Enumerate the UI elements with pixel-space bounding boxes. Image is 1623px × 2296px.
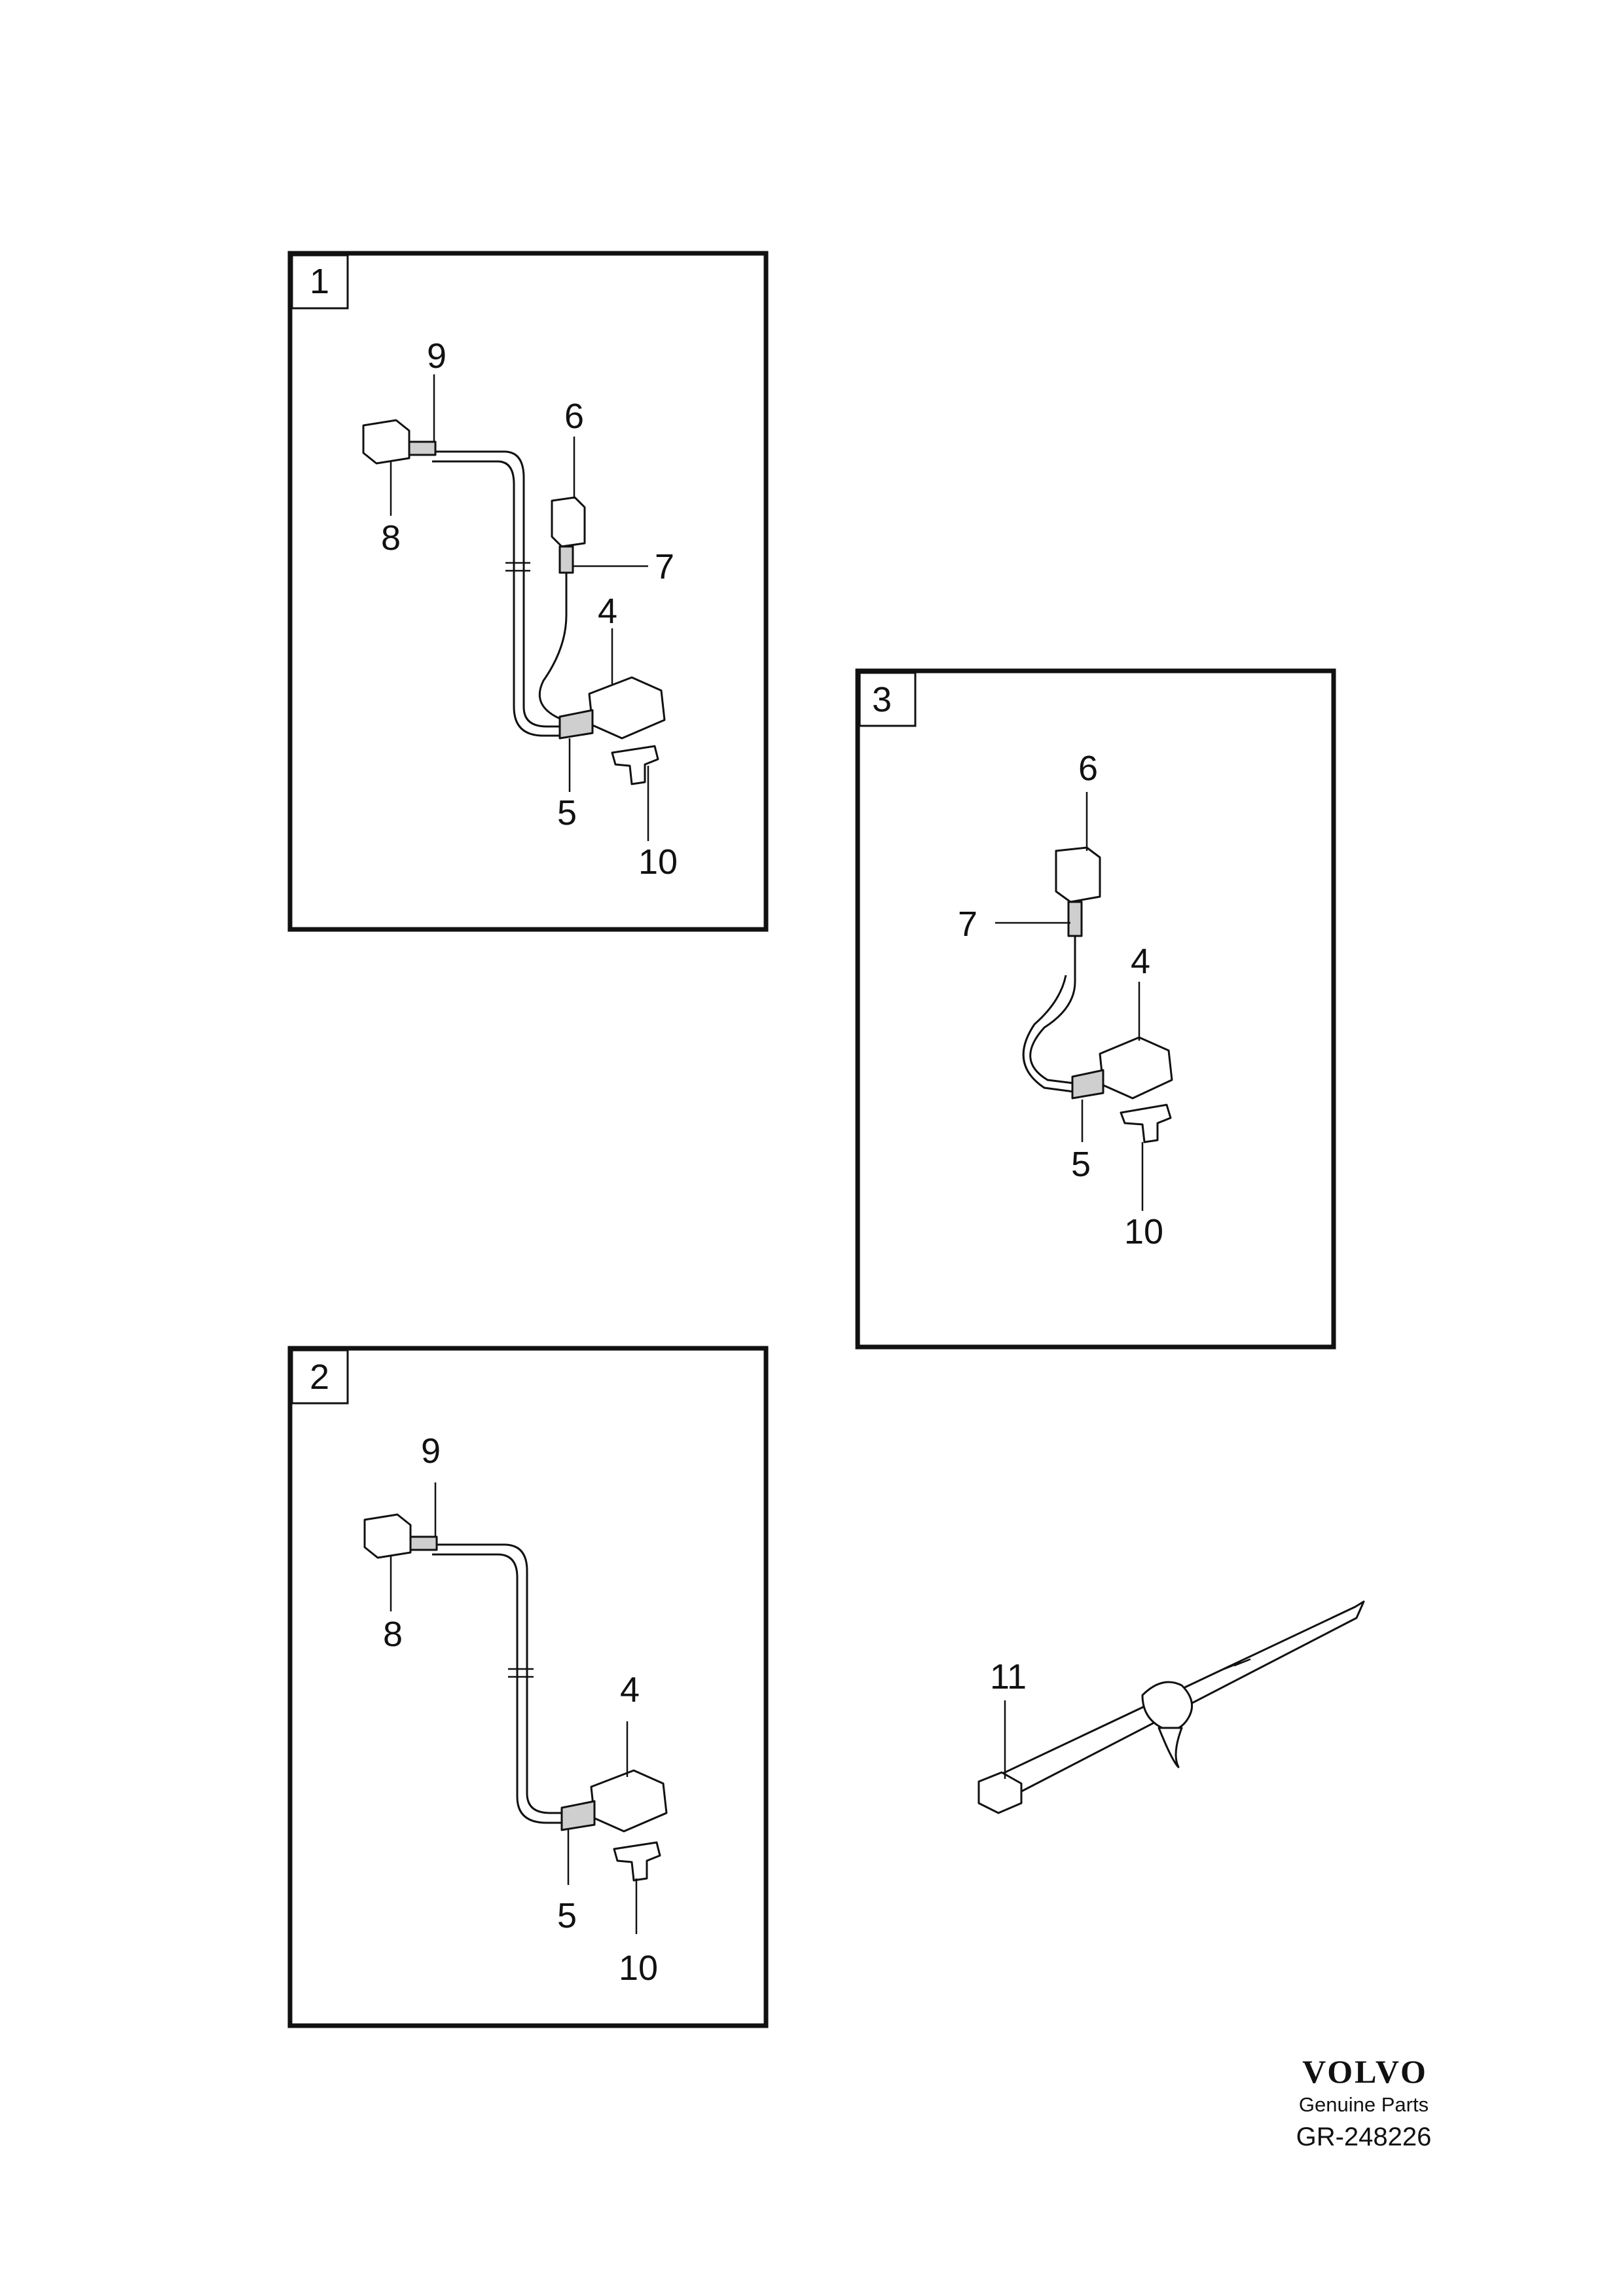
view-3-callout-7: 7 <box>958 905 977 944</box>
view-2-long-cable <box>432 1543 566 1814</box>
view-2-connector-8 <box>363 1513 412 1559</box>
view-2-callout-9: 9 <box>421 1431 441 1471</box>
cable-tie-11: 11 <box>977 1600 1365 1814</box>
view-1-callout-7: 7 <box>655 547 674 586</box>
view-1-sensor-4 <box>588 676 666 740</box>
footer: VOLVO Genuine Parts GR-248226 <box>1296 2053 1432 2151</box>
view-1-callout-6: 6 <box>564 397 584 436</box>
view-3-callout-10: 10 <box>1124 1212 1163 1251</box>
view-1-clip-10 <box>611 745 659 785</box>
view-1-connector-6 <box>551 496 586 548</box>
view-2-connector-5 <box>560 1800 596 1831</box>
view-3-callout-4: 4 <box>1131 942 1150 981</box>
view-2-frame <box>287 1346 769 2028</box>
view-3-sensor-4 <box>1099 1036 1173 1100</box>
genuine-parts-label: Genuine Parts <box>1299 2093 1429 2116</box>
view-1: 1 9 6 8 7 4 5 10 <box>287 251 769 932</box>
view-2-callout-4: 4 <box>620 1670 640 1710</box>
view-3-callout-5: 5 <box>1071 1145 1091 1184</box>
view-1-short-cable <box>538 563 568 721</box>
view-2-terminal-9 <box>409 1535 438 1551</box>
view-3-cable-edge <box>1022 975 1074 1093</box>
view-2-number: 2 <box>310 1357 329 1397</box>
view-3-callout-6: 6 <box>1078 749 1098 788</box>
view-3-number: 3 <box>872 680 892 719</box>
view-1-callout-9: 9 <box>427 336 447 376</box>
view-3-connector-5 <box>1071 1069 1104 1100</box>
view-1-connector-5 <box>558 709 594 740</box>
view-1-connector-8 <box>362 419 410 465</box>
view-2-callout-10: 10 <box>619 1948 658 1988</box>
cable-tie-callout-11: 11 <box>990 1657 1027 1696</box>
view-3-number-tag <box>858 672 917 727</box>
view-2-callout-5: 5 <box>557 1896 577 1935</box>
view-2-long-cable-edge <box>432 1553 566 1824</box>
view-3-clip-10 <box>1120 1103 1172 1143</box>
cable-tie-anchor-pin <box>1158 1727 1183 1768</box>
view-3-frame <box>855 668 1336 1350</box>
cable-tie-head <box>977 1771 1023 1814</box>
cable-tie-anchor-mount <box>1141 1681 1194 1731</box>
view-2: 2 9 8 4 5 10 <box>287 1346 769 2028</box>
view-1-terminal-9 <box>408 440 437 456</box>
view-2-sensor-4 <box>590 1769 668 1833</box>
view-1-callout-10: 10 <box>638 842 678 882</box>
view-2-clip-10 <box>613 1841 661 1882</box>
volvo-logo: VOLVO <box>1302 2053 1428 2090</box>
view-3-cable <box>1029 936 1076 1085</box>
view-3-connector-6 <box>1055 846 1101 903</box>
reference-number: GR-248226 <box>1296 2123 1432 2151</box>
view-3: 3 6 7 4 5 10 <box>855 668 1336 1350</box>
view-1-callout-5: 5 <box>557 793 577 833</box>
view-3-terminal-7 <box>1067 901 1083 937</box>
view-1-frame <box>287 251 769 932</box>
view-1-callout-8: 8 <box>381 518 401 558</box>
view-1-number-tag <box>291 254 349 310</box>
view-1-long-cable-edge <box>432 460 563 737</box>
view-2-callout-8: 8 <box>383 1615 403 1654</box>
view-1-long-cable <box>432 450 563 728</box>
view-1-terminal-7 <box>558 545 574 574</box>
view-1-number: 1 <box>310 262 329 301</box>
view-2-number-tag <box>291 1349 349 1405</box>
cable-tie-ridge-2 <box>1233 1658 1251 1667</box>
view-1-callout-4: 4 <box>598 592 617 631</box>
